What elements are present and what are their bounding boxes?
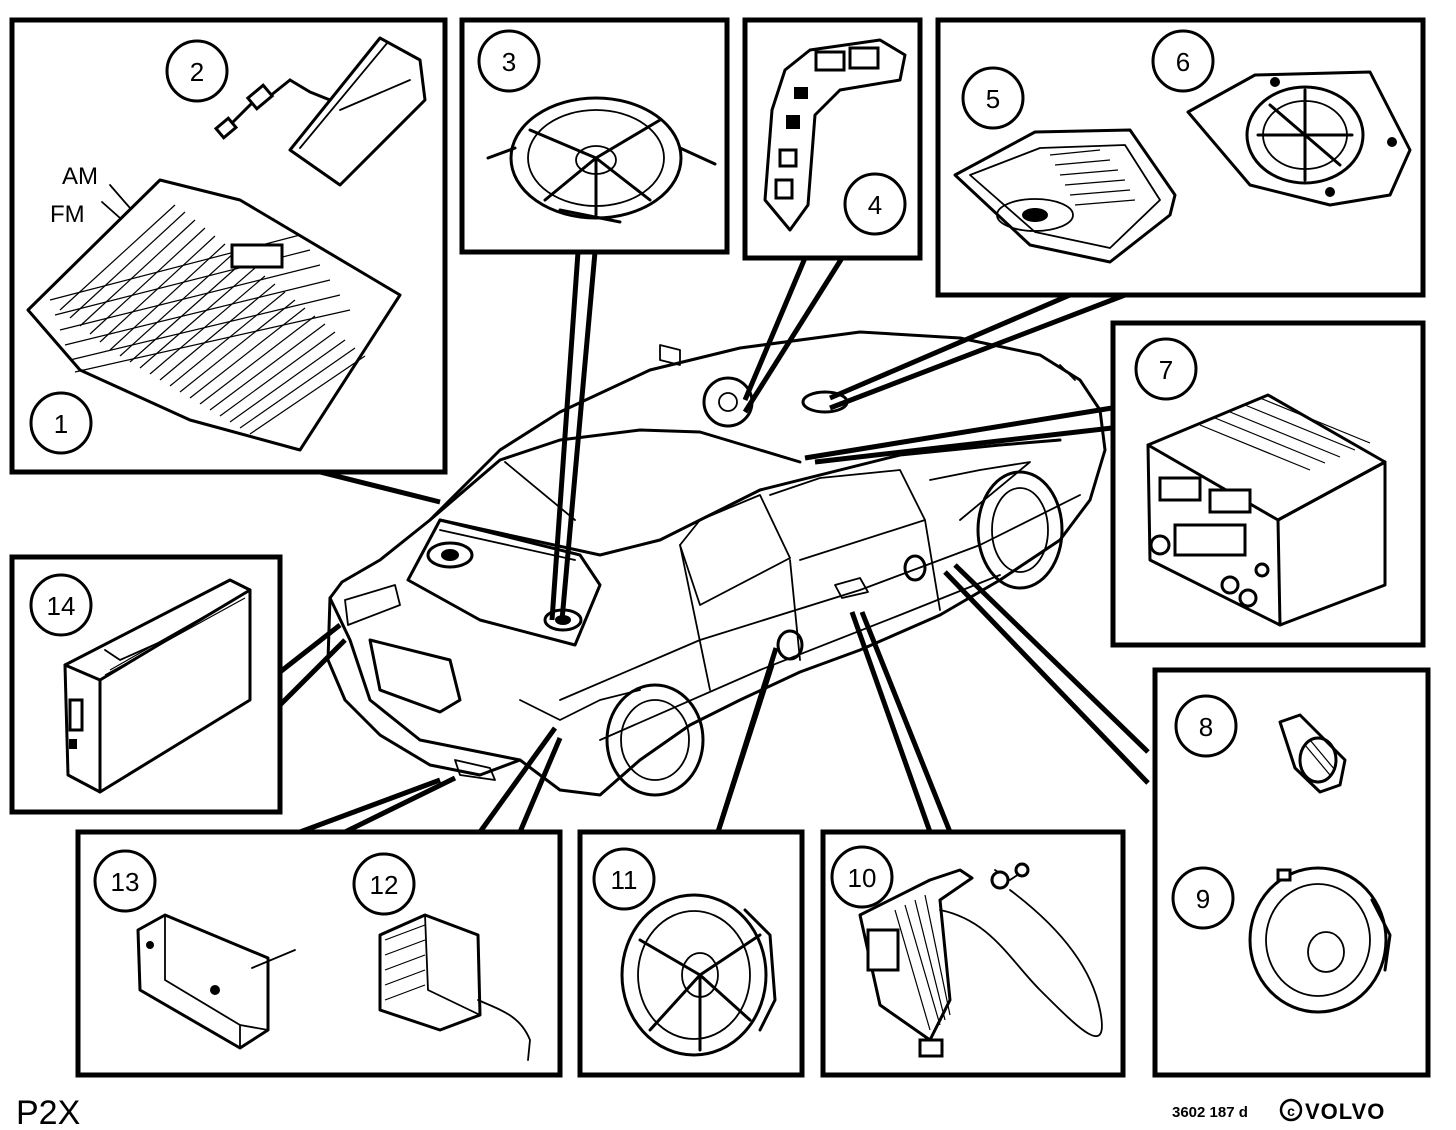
antenna-amplifier-drawing xyxy=(213,36,427,187)
am-label: AM xyxy=(62,163,98,190)
callout-5-label: 5 xyxy=(986,84,1000,114)
radio-drawing xyxy=(1146,393,1387,627)
module-bracket-drawing xyxy=(378,913,531,1061)
steering-controls-drawing xyxy=(763,38,907,232)
panel-antenna: AM FM xyxy=(9,17,448,475)
document-reference: 3602 187 d xyxy=(1172,1104,1248,1121)
car-illustration xyxy=(326,330,1107,797)
callout-4-label: 4 xyxy=(868,190,882,220)
callout-5: 5 xyxy=(961,66,1025,130)
centre-dash-speaker-drawing xyxy=(953,128,1177,264)
callout-11-label: 11 xyxy=(611,865,638,895)
callout-3-label: 3 xyxy=(502,47,516,77)
callout-9: 9 xyxy=(1171,866,1235,930)
subwoofer-drawing xyxy=(858,862,1103,1058)
tweeter-drawing xyxy=(1278,713,1347,794)
callout-7: 7 xyxy=(1134,337,1198,401)
callout-1-label: 1 xyxy=(54,409,68,439)
model-code: P2X xyxy=(16,1094,80,1130)
callout-13-label: 13 xyxy=(111,867,140,897)
callout-4: 4 xyxy=(843,172,907,236)
callout-2: 2 xyxy=(165,39,229,103)
callout-7-label: 7 xyxy=(1159,355,1173,385)
copyright-icon: c xyxy=(1279,1098,1303,1122)
dash-speaker-drawing xyxy=(1186,70,1412,207)
callout-13: 13 xyxy=(93,849,157,913)
windscreen-drawing xyxy=(26,178,402,452)
callout-8-label: 8 xyxy=(1199,712,1213,742)
callout-10-label: 10 xyxy=(848,863,877,893)
callout-12: 12 xyxy=(352,852,416,916)
front-door-speaker-drawing xyxy=(1248,866,1392,1014)
callout-11: 11 xyxy=(592,847,656,911)
fm-label: FM xyxy=(50,201,85,228)
rear-shelf-speaker-drawing xyxy=(486,96,717,224)
callout-3: 3 xyxy=(477,29,541,93)
callout-1: 1 xyxy=(29,391,93,455)
callout-14: 14 xyxy=(29,573,93,637)
callout-14-label: 14 xyxy=(47,591,76,621)
panel-steering-controls xyxy=(742,17,923,261)
callout-9-label: 9 xyxy=(1196,884,1210,914)
callout-2-label: 2 xyxy=(190,57,204,87)
brand-logo: VOLVO xyxy=(1305,1099,1385,1124)
callout-8: 8 xyxy=(1174,694,1238,758)
cd-changer-drawing xyxy=(63,578,252,794)
control-module-drawing xyxy=(136,913,296,1050)
callout-12-label: 12 xyxy=(370,870,399,900)
callout-6-label: 6 xyxy=(1176,47,1190,77)
rear-door-speaker-drawing xyxy=(620,893,777,1057)
copyright-symbol: c xyxy=(1287,1103,1295,1119)
callout-6: 6 xyxy=(1151,29,1215,93)
callout-10: 10 xyxy=(830,845,894,909)
panel-modules xyxy=(75,829,563,1078)
